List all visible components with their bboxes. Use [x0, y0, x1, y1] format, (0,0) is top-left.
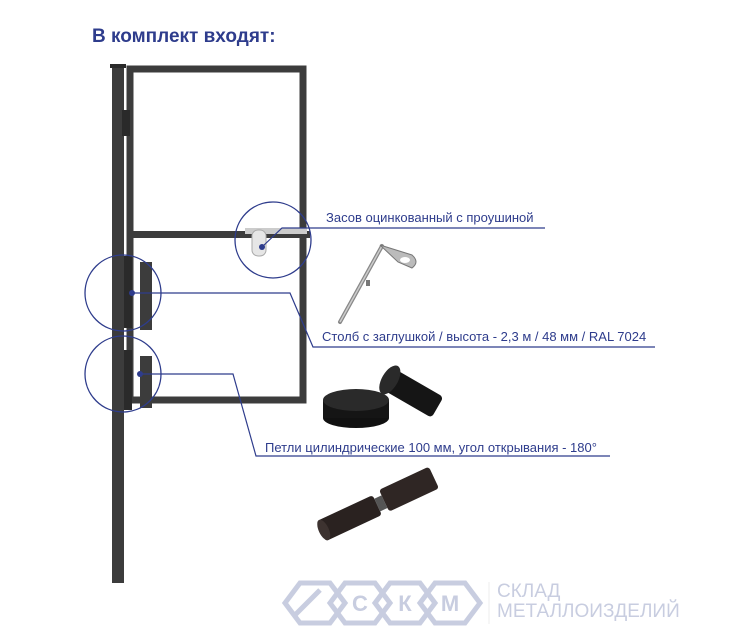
hinge-product-image — [317, 467, 438, 541]
logo-letter-k: К — [398, 591, 412, 616]
logo-text-line2: МЕТАЛЛОИЗДЕЛИЙ — [497, 601, 680, 622]
label-hinges: Петли цилиндрические 100 мм, угол открыв… — [265, 440, 597, 455]
post-cap — [110, 64, 126, 68]
leader-line-post — [132, 292, 655, 348]
logo-mark — [281, 580, 484, 626]
page-title: В комплект входят: — [92, 26, 276, 47]
logo-text-line1: СКЛАД — [497, 581, 561, 602]
leader-line-latch — [261, 227, 545, 248]
label-latch: Засов оцинкованный с проушиной — [326, 210, 534, 225]
leader-line-hinge — [140, 373, 610, 457]
label-post: Столб с заглушкой / высота - 2,3 м / 48 … — [322, 329, 647, 344]
gate-crossbar — [130, 231, 310, 238]
logo-letter-c: С — [352, 591, 368, 616]
logo-letter-m: М — [441, 591, 459, 616]
latch-detail-circle — [234, 201, 312, 279]
caps-product-image — [323, 365, 443, 428]
post — [112, 66, 124, 583]
latch-product-image — [338, 244, 417, 324]
